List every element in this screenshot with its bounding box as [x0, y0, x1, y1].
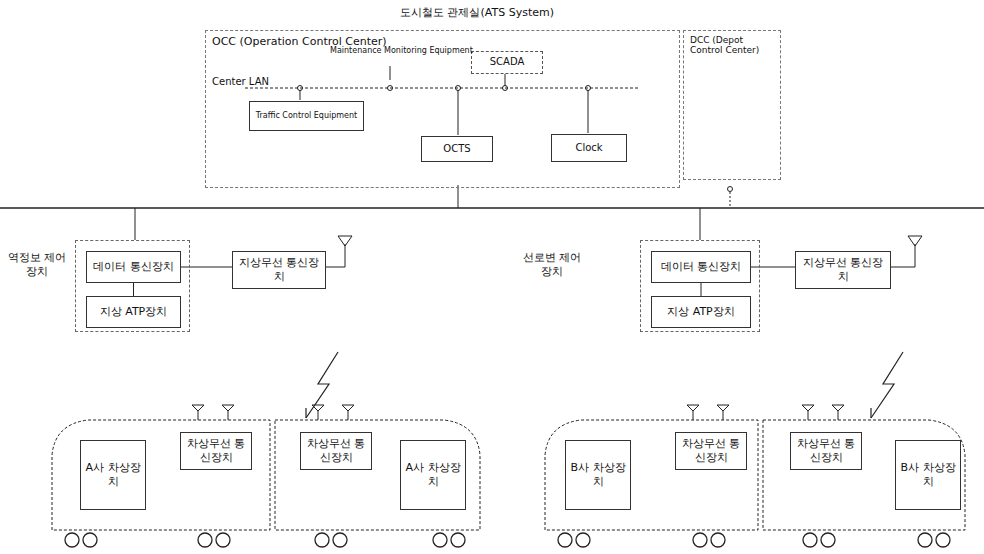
onboard-equipment-box: B사 차상장치	[565, 440, 631, 510]
box-label: A사 차상장치	[81, 461, 145, 489]
depot-center-region: DCC (Depot Control Center)	[683, 30, 781, 180]
onboard-equipment-box: A사 차상장치	[80, 440, 146, 510]
box-label: 지상 ATP장치	[664, 305, 738, 319]
equipment-box: SCADA	[471, 51, 543, 74]
comm-box: 데이터 통신장치	[86, 251, 181, 283]
box-label: Clock	[572, 142, 605, 155]
box-label: 지상 ATP장치	[97, 305, 171, 319]
equipment-box: Traffic Control Equipment	[249, 101, 364, 131]
radio-box: 지상무선 통신장치	[795, 251, 891, 289]
connector	[751, 267, 795, 268]
atp-box: 지상 ATP장치	[651, 296, 751, 328]
network-label: Maintenance Monitoring Equipment	[330, 46, 473, 55]
dcc-port	[728, 187, 733, 192]
onboard-equipment-box: A사 차상장치	[400, 440, 466, 510]
box-label: 지상무선 통신장치	[233, 256, 325, 284]
onboard-equipment-box: B사 차상장치	[895, 440, 961, 510]
connector	[133, 283, 134, 296]
onboard-radio-box: 차상무선 통신장치	[675, 432, 747, 470]
network-bus	[0, 207, 984, 209]
diagram-title: 도시철도 관제실(ATS System)	[400, 5, 554, 20]
connector	[181, 267, 232, 268]
controller-group: 역정보 제어장치데이터 통신장치지상 ATP장치	[75, 240, 190, 332]
box-label: 차상무선 통신장치	[791, 437, 861, 465]
group-heading: 선로변 제어장치	[521, 251, 583, 280]
box-label: Traffic Control Equipment	[253, 111, 360, 121]
connector	[701, 283, 702, 296]
box-label: 지상무선 통신장치	[796, 256, 890, 284]
box-label: 차상무선 통신장치	[676, 437, 746, 465]
onboard-radio-box: 차상무선 통신장치	[180, 432, 252, 470]
box-label: 데이터 통신장치	[90, 260, 177, 274]
atp-box: 지상 ATP장치	[86, 296, 181, 328]
radio-box: 지상무선 통신장치	[232, 251, 326, 289]
occ-drop	[458, 185, 459, 208]
region-heading: DCC (Depot Control Center)	[690, 35, 776, 55]
box-label: 데이터 통신장치	[658, 260, 745, 274]
equipment-box: OCTS	[421, 136, 493, 162]
onboard-radio-box: 차상무선 통신장치	[300, 432, 372, 470]
dcc-drop	[730, 192, 731, 208]
left-drop	[135, 208, 136, 240]
onboard-radio-box: 차상무선 통신장치	[790, 432, 862, 470]
box-label: A사 차상장치	[401, 461, 465, 489]
box-label: SCADA	[487, 56, 528, 69]
equipment-box: Clock	[551, 134, 627, 162]
box-label: 차상무선 통신장치	[301, 437, 371, 465]
box-label: B사 차상장치	[896, 461, 960, 489]
network-label: Center LAN	[212, 76, 269, 87]
controller-group: 선로변 제어장치데이터 통신장치지상 ATP장치	[640, 240, 760, 332]
box-label: B사 차상장치	[566, 461, 630, 489]
train-outline	[52, 420, 965, 530]
right-drop	[700, 208, 701, 240]
center-lan-line	[245, 88, 640, 89]
wheel	[65, 533, 950, 547]
box-label: 차상무선 통신장치	[181, 437, 251, 465]
train-antenna	[192, 405, 844, 420]
box-label: OCTS	[440, 143, 473, 156]
comm-box: 데이터 통신장치	[651, 251, 751, 283]
radio-link-symbol	[306, 352, 903, 418]
group-heading: 역정보 제어장치	[6, 251, 68, 280]
